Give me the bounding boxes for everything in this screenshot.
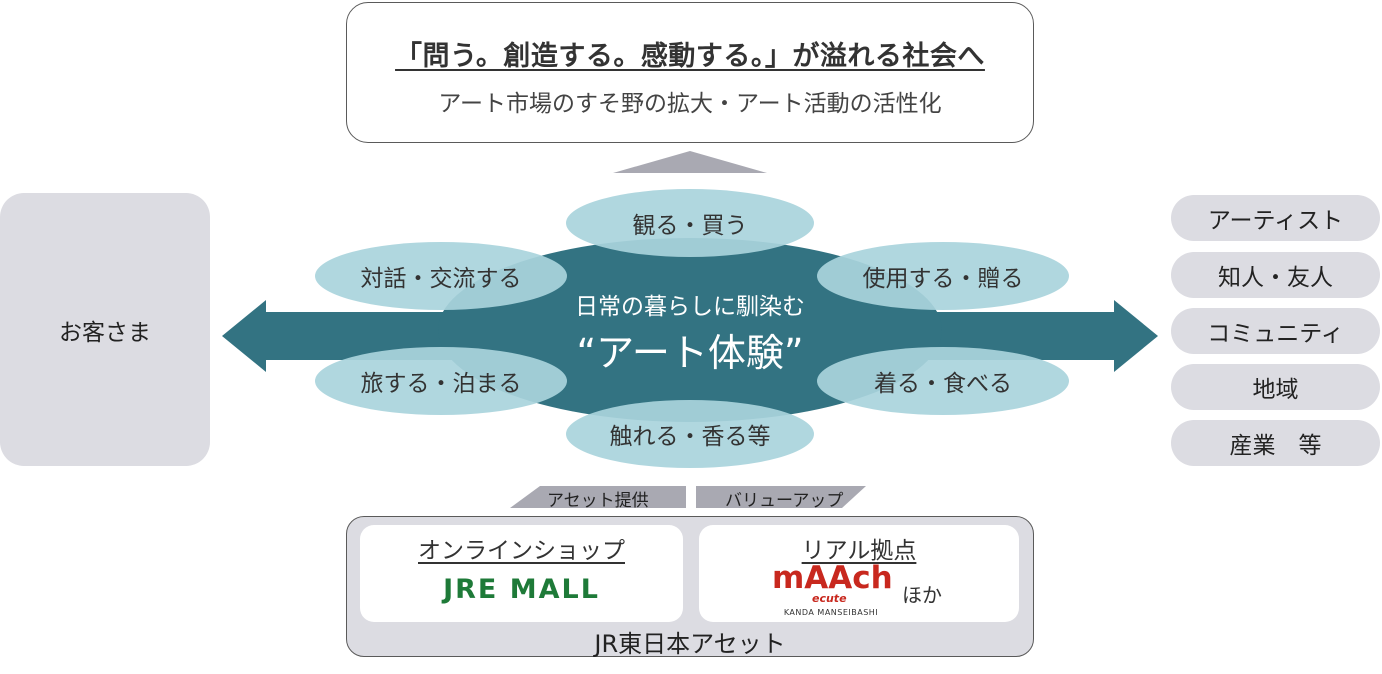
jre-mall-logo: JRE MALL [443, 574, 600, 605]
stakeholder-pill: 地域 [1171, 364, 1380, 410]
vision-subtitle: アート市場のすそ野の拡大・アート活動の活性化 [438, 91, 942, 117]
petal-upper-right [817, 242, 1069, 310]
online-shop-heading: オンラインショップ [418, 538, 625, 564]
online-shop-card [360, 525, 683, 622]
petal-bottom-label: 触れる・香る等 [609, 424, 771, 450]
real-base-heading: リアル拠点 [801, 538, 917, 564]
company-name: JR東日本アセット [594, 630, 786, 658]
customer-box: お客さま [0, 193, 210, 466]
center-caption: 日常の暮らしに馴染む [575, 294, 805, 320]
vision-title: 「問う。創造する。感動する。」が溢れる社会へ [395, 41, 985, 72]
center-title: “アート体験” [576, 331, 804, 375]
maach-logo-caption: KANDA MANSEIBASHI [783, 608, 879, 617]
maach-ecute-logo: mAAch [772, 560, 893, 596]
maach-logo-ecute: ecute [812, 592, 847, 605]
real-base-suffix: ほか [902, 583, 942, 607]
stakeholder-pill: アーティスト [1171, 195, 1380, 241]
asset-provision-label: アセット提供 [547, 491, 649, 511]
petal-lower-left-label: 旅する・泊まる [360, 371, 522, 397]
stakeholder-pill: コミュニティ [1171, 308, 1380, 354]
value-up-label: バリューアップ [725, 491, 844, 511]
vision-box [346, 2, 1034, 143]
stakeholder-pill: 産業 等 [1171, 420, 1380, 466]
petal-lower-right [817, 347, 1069, 415]
petal-upper-left [315, 242, 567, 310]
customer-label: お客さま [59, 319, 151, 346]
petal-lower-left [315, 347, 567, 415]
asset-arrow [510, 486, 686, 508]
value-up-arrow [696, 486, 866, 508]
real-base-card [699, 525, 1019, 622]
up-arrow-to-vision [613, 151, 767, 173]
petal-bottom [566, 400, 814, 468]
petal-lower-right-label: 着る・食べる [874, 371, 1012, 397]
petal-top [566, 189, 814, 257]
stakeholder-pill: 知人・友人 [1171, 252, 1380, 298]
petal-upper-right-label: 使用する・贈る [862, 266, 1024, 292]
petal-upper-left-label: 対話・交流する [360, 266, 522, 292]
petal-top-label: 観る・買う [632, 213, 748, 239]
maach-logo-word: mAAch [772, 560, 893, 596]
